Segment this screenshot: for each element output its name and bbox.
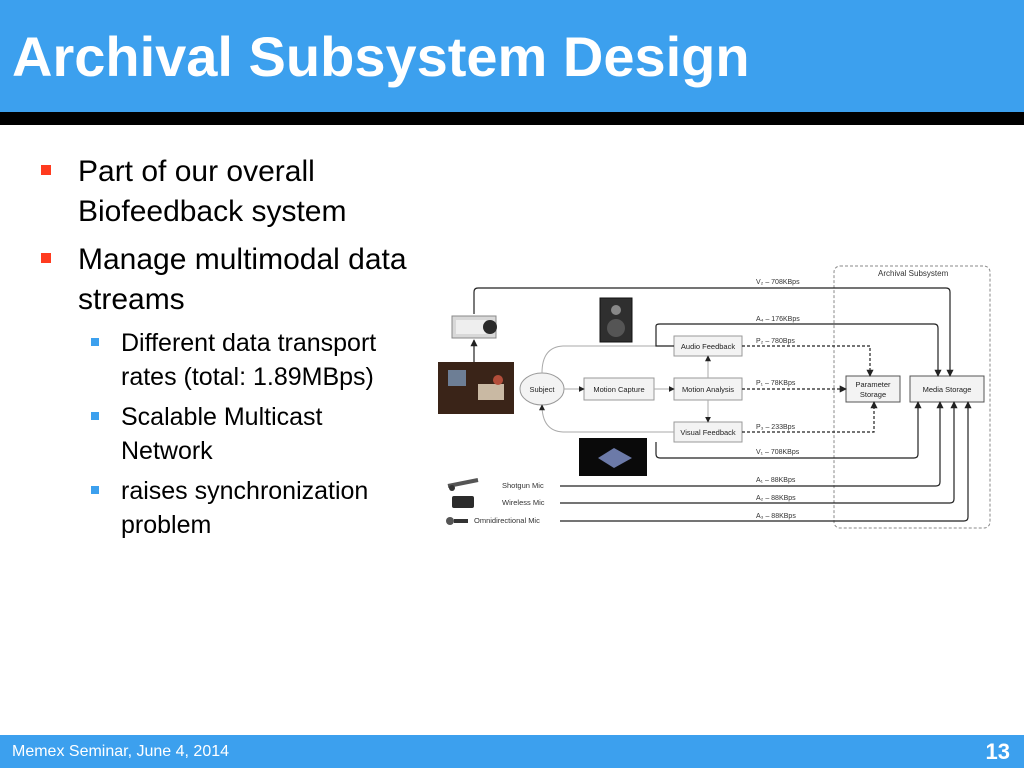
wireless-mic-icon [452,496,474,508]
sub-bullet-item: raises synchronization problem [38,474,408,542]
p3-stream-label: P₃ – 233Bps [756,424,796,431]
parameter-storage-label-1: Parameter [855,380,891,389]
a3-stream-label: A₃ – 88KBps [756,513,796,520]
audio-feedback-label: Audio Feedback [681,342,735,351]
bullet-marker [41,253,51,263]
parameter-storage-box [845,375,901,403]
sub-bullet-item: Scalable Multicast Network [38,400,408,468]
speaker-icon [599,297,633,343]
v2-stream-label: V₂ – 708KBps [756,279,800,286]
bullet-text: Manage multimodal data streams [78,243,407,316]
p2-stream-label: P₂ – 780Bps [756,338,795,345]
a1-stream-line [560,401,944,487]
omni-mic-label: Omnidirectional Mic [474,516,540,525]
shotgun-mic-icon [447,478,479,491]
archival-subsystem-label: Archival Subsystem [878,269,949,278]
loop-bottom-connector [539,404,674,433]
a4-to-audio [655,326,674,347]
bullet-item: Manage multimodal data streams [38,240,408,320]
a4-stream-label: A₄ – 176KBps [756,316,800,323]
parameter-storage-label-2: Storage [860,390,886,399]
bullet-list: Part of our overall Biofeedback system M… [38,152,408,548]
v2-stream-line [473,287,954,377]
sub-bullet-marker [91,338,99,346]
v1-stream-label: V₁ – 708KBps [756,449,800,456]
shotgun-mic-label: Shotgun Mic [502,481,544,490]
media-storage-label: Media Storage [923,385,972,394]
a3-stream-line [560,401,972,522]
slide-title: Archival Subsystem Design [12,25,750,88]
wireless-mic-label: Wireless Mic [502,498,545,507]
p2-stream-line [742,345,874,377]
page-number: 13 [985,739,1010,764]
sub-bullet-marker [91,412,99,420]
motion-analysis-label: Motion Analysis [682,385,734,394]
subject-label: Subject [529,385,555,394]
sub-bullet-text: Scalable Multicast Network [121,403,323,465]
p1-stream-label: P₁ – 78KBps [756,380,796,387]
subject-photo [438,362,514,414]
v1-stream-line [655,401,922,459]
footer-text: Memex Seminar, June 4, 2014 [12,743,230,760]
loop-top-connector [541,345,674,374]
a2-stream-line [560,401,958,504]
visual-display-photo [579,438,647,476]
p3-stream-line [742,401,878,433]
archival-subsystem-boundary [833,265,991,529]
archival-subsystem-diagram: Archival Subsystem Subject Motion Captur… [438,265,991,529]
media-storage-box [909,375,985,403]
footer-bar: Memex Seminar, June 4, 2014 13 [0,735,1024,768]
video-camera-icon [451,315,497,339]
sub-bullet-text: Different data transport rates (total: 1… [121,329,377,391]
sub-bullet-marker [91,486,99,494]
a1-stream-label: A₁ – 88KBps [756,477,796,484]
a4-stream-line [655,323,942,377]
motion-capture-label: Motion Capture [593,385,644,394]
title-bar: Archival Subsystem Design [0,0,1024,125]
bullet-item: Part of our overall Biofeedback system [38,152,408,232]
sub-bullet-text: raises synchronization problem [121,477,369,539]
a2-stream-label: A₂ – 88KBps [756,495,796,502]
sub-bullet-item: Different data transport rates (total: 1… [38,326,408,394]
bullet-marker [41,165,51,175]
visual-feedback-label: Visual Feedback [680,428,736,437]
bullet-text: Part of our overall Biofeedback system [78,155,347,228]
omni-mic-icon [446,517,468,525]
